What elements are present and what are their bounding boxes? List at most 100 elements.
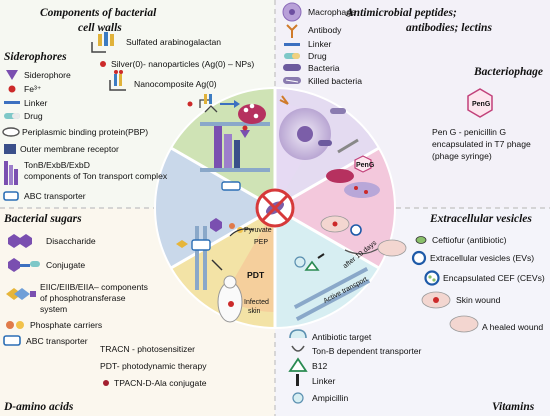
sector-siderophores — [154, 148, 275, 268]
label-drug-right: Drug — [308, 51, 327, 61]
label-phosphotransferase-line1: EIIC/EIIB/EIIA– components — [40, 282, 148, 292]
skin-wound-icon — [421, 291, 451, 309]
vitamin-transport-illustration — [293, 253, 371, 322]
label-pdt-therapy: PDT- photodynamic therapy — [100, 361, 207, 371]
abc-transporter-icon-bottom — [3, 335, 21, 346]
label-peng-small: PenG — [356, 162, 375, 169]
linker-icon-vitamins — [296, 374, 299, 386]
siderophore-transport-illustration — [200, 105, 270, 191]
label-ton-b: Ton-B dependent transporter — [312, 346, 422, 356]
title-antimicrobial-line1: Antimicrobial peptides; — [345, 7, 457, 19]
label-macrophage: Macrophage — [308, 7, 356, 17]
antibody-icon — [286, 24, 298, 38]
label-encapsulated-cef: Encapsulated CEF (CEVs) — [443, 273, 545, 283]
label-antibiotic-target: Antibiotic target — [312, 332, 372, 342]
label-linker-right: Linker — [308, 39, 332, 49]
phosphate-carriers-icon — [6, 321, 24, 329]
sugar-transport-illustration — [176, 218, 255, 290]
bacteria-icon — [283, 64, 301, 71]
label-outer-membrane-receptor: Outer membrane receptor — [20, 144, 119, 154]
phage-syringe-illustration: PenG — [337, 138, 380, 198]
tpacn-conjugate-icon — [103, 380, 109, 386]
disaccharide-icon — [8, 234, 32, 248]
b12-icon — [288, 357, 308, 372]
silver-nanoparticle-icon — [100, 61, 106, 67]
ton-b-transporter-icon — [291, 345, 305, 352]
label-ceftiofur: Ceftiofur (antibiotic) — [432, 235, 507, 245]
label-ton-complex-line1: TonB/ExbB/ExbD — [24, 160, 90, 170]
label-pyruvate: Pyruvate — [244, 227, 272, 234]
title-bacterial-sugars: Bacterial sugars — [3, 213, 82, 225]
antibiotic-target-icon — [289, 329, 307, 339]
title-siderophores: Siderophores — [4, 51, 67, 63]
cell-wall-illustration — [187, 94, 266, 124]
linker-icon — [4, 101, 20, 104]
label-killed-bacteria: Killed bacteria — [308, 76, 362, 86]
label-drug-left: Drug — [24, 111, 43, 121]
phosphotransferase-icon — [6, 288, 36, 300]
title-antimicrobial-line2: antibodies; lectins — [406, 22, 492, 34]
label-phosphate-carriers: Phosphate carriers — [30, 320, 102, 330]
drug-icon-right — [284, 53, 300, 59]
nanocomposite-icon — [109, 70, 126, 91]
healed-wound-icon — [449, 315, 479, 333]
label-peng-line3: (phage syringe) — [432, 151, 492, 161]
label-pdt-short: PDT — [247, 270, 265, 280]
encapsulated-cef-icon — [424, 270, 440, 286]
vesicle-illustration — [320, 215, 407, 257]
label-abc-transporter-bottom: ABC transporter — [26, 336, 88, 346]
label-b12: B12 — [312, 361, 328, 371]
label-abc-transporter-top: ABC transporter — [24, 191, 86, 201]
label-bacteria: Bacteria — [308, 63, 340, 73]
fe-icon — [8, 85, 16, 93]
label-disaccharide: Disaccharide — [46, 236, 96, 246]
siderophore-icon — [6, 70, 18, 80]
label-fe: Fe³⁺ — [24, 84, 42, 94]
title-cell-walls-line1: Components of bacterial — [40, 7, 157, 19]
label-skin-wound: Skin wound — [456, 295, 501, 305]
ampicillin-icon — [292, 392, 304, 404]
title-vitamins: Vitamins — [492, 401, 535, 413]
label-infected-line1: Infected — [244, 299, 269, 306]
title-bacteriophage: Bacteriophage — [473, 66, 543, 78]
label-ev: Extracellular vesicles (EVs) — [430, 253, 534, 263]
bacteria-crossed-icon — [255, 188, 295, 228]
label-linker-left: Linker — [24, 98, 48, 108]
label-sulfated-arabinogalactan: Sulfated arabinogalactan — [126, 37, 221, 47]
label-phosphotransferase-line3: system — [40, 304, 67, 314]
conjugate-icon — [8, 258, 40, 272]
label-ton-complex-line2: components of Ton transport complex — [24, 171, 168, 181]
ceftiofur-icon — [415, 236, 427, 244]
label-silver-nanoparticles: Silver(0)- nanoparticles (Ag(0) – NPs) — [111, 59, 254, 69]
label-tracn: TRACN - photosensitizer — [100, 344, 195, 354]
label-peng-line2: encapsulated in T7 phage — [432, 139, 531, 149]
label-peng-line1: Pen G - penicillin G — [432, 127, 506, 137]
drug-capsule-icon — [4, 113, 20, 119]
label-linker-vitamins: Linker — [312, 376, 336, 386]
macrophage-illustration — [279, 95, 354, 183]
label-phosphotransferase-line2: of phosphotransferase — [40, 293, 126, 303]
ev-icon — [411, 250, 427, 266]
label-infected-line2: skin — [248, 308, 261, 315]
title-cell-walls-line2: cell walls — [78, 22, 122, 34]
label-healed-wound: A healed wound — [482, 322, 543, 332]
mouse-infected-skin-icon — [211, 259, 243, 323]
peng-phage-icon: PenG — [467, 88, 493, 118]
macrophage-icon — [282, 2, 302, 22]
linker-icon-right — [284, 43, 300, 46]
killed-bacteria-icon — [283, 77, 301, 84]
title-d-amino-acids: D-amino acids — [3, 401, 74, 413]
label-tpacn: TPACN-D-Ala conjugate — [114, 378, 207, 388]
title-extracellular-vesicles: Extracellular vesicles — [429, 213, 532, 225]
abc-transporter-icon-top — [3, 191, 19, 201]
ton-complex-icon — [4, 161, 18, 185]
sulfated-arabinogalactan-icon — [91, 32, 114, 53]
label-pbp: Periplasmic binding protein(PBP) — [22, 127, 148, 137]
label-ampicillin: Ampicillin — [312, 393, 349, 403]
pbp-icon — [2, 127, 20, 137]
label-siderophore: Siderophore — [24, 70, 71, 80]
label-antibody: Antibody — [308, 25, 342, 35]
label-pep: PEP — [254, 239, 268, 246]
